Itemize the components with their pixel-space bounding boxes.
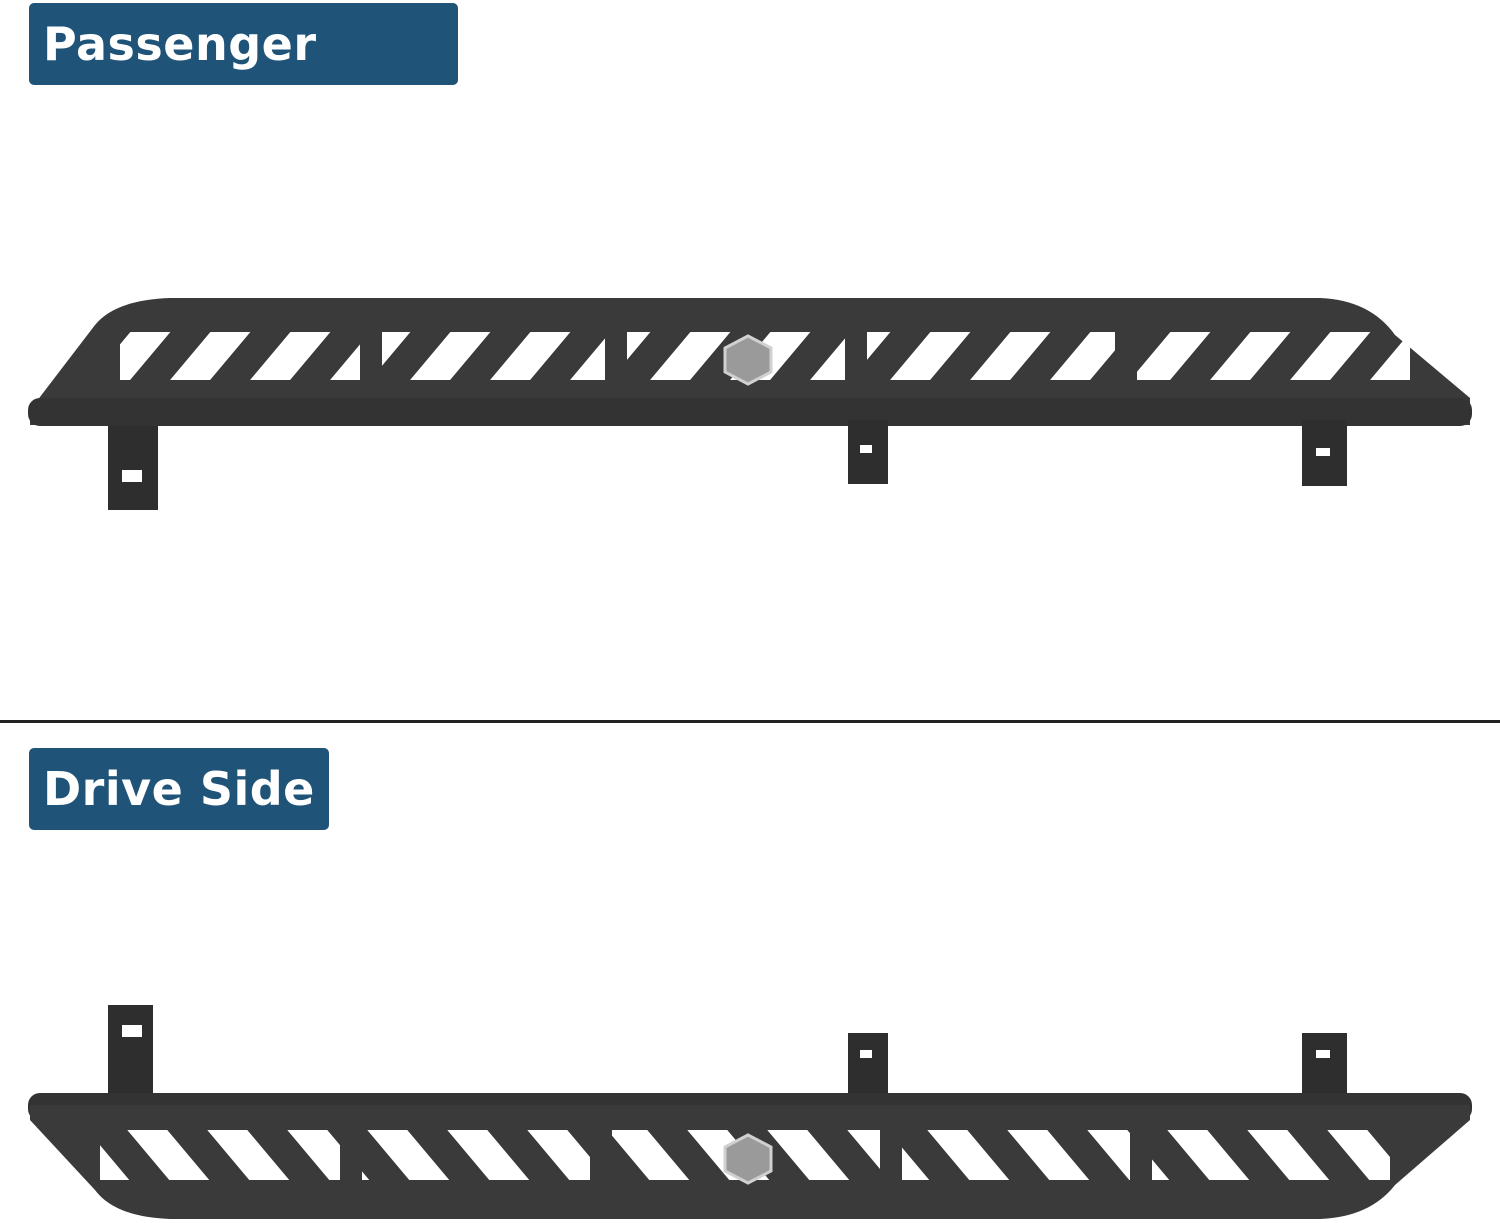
- hexagon-emblem-icon: [723, 334, 773, 386]
- hexagon-emblem-icon: [723, 1133, 773, 1185]
- drive-side-running-board: [28, 1005, 1472, 1219]
- passenger-side-running-board: [28, 298, 1472, 510]
- section-divider: [0, 720, 1500, 723]
- drive-side-label: Drive Side: [29, 748, 329, 830]
- passenger-side-label: Passenger Side: [29, 3, 458, 153]
